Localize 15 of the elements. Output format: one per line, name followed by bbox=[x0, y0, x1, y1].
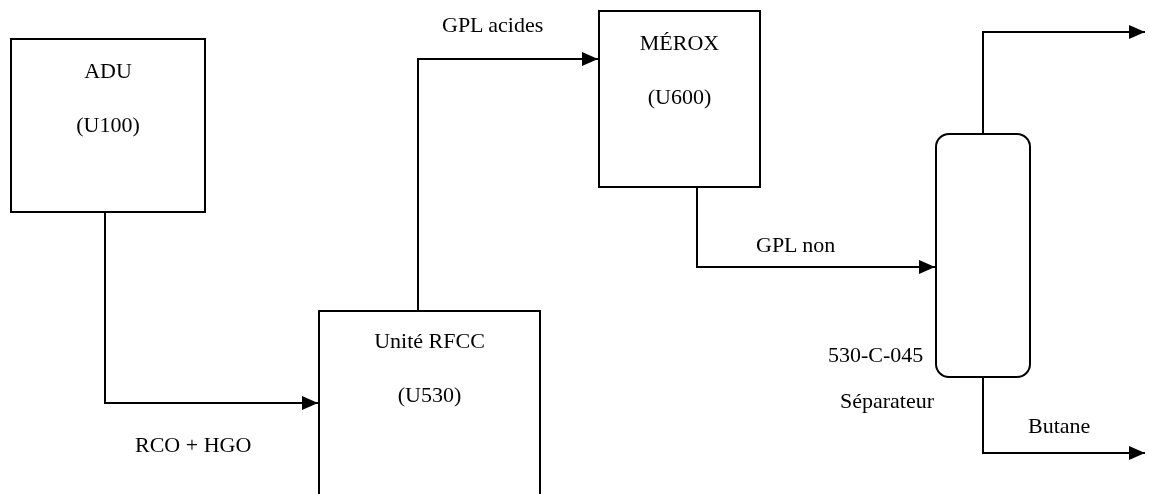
process-box bbox=[598, 10, 761, 188]
process-box bbox=[318, 310, 541, 494]
separator-column bbox=[935, 133, 1031, 378]
unit-code: (U530) bbox=[397, 382, 462, 408]
arrow bbox=[982, 377, 1146, 460]
arrow bbox=[104, 212, 319, 410]
unit-code: (U600) bbox=[647, 84, 712, 110]
unit-name: MÉROX bbox=[639, 30, 720, 56]
arrow bbox=[696, 187, 936, 274]
arrow bbox=[417, 52, 599, 311]
process-box bbox=[10, 38, 206, 213]
arrow bbox=[982, 25, 1146, 134]
unit-name: ADU bbox=[84, 58, 132, 84]
unit-code: (U100) bbox=[76, 112, 140, 138]
unit-name: Unité RFCC bbox=[374, 328, 485, 354]
